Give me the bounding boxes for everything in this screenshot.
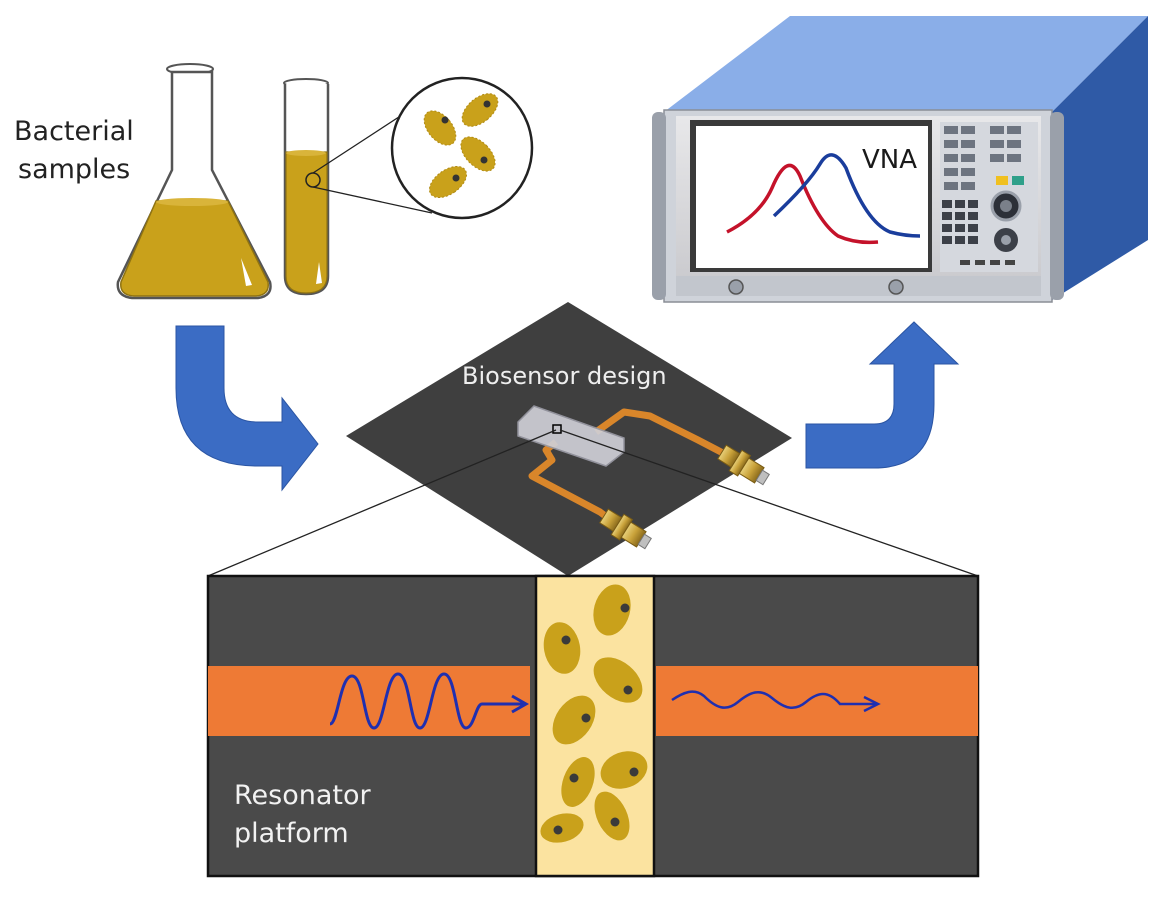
transmitted-wave-arrowhead — [863, 695, 881, 713]
vna-label: VNA — [862, 145, 917, 175]
vna-curve-blue — [772, 153, 921, 238]
resonator-panel — [206, 574, 980, 878]
resonator-platform-label-line2: platform — [234, 818, 349, 849]
biosensor-design-label: Biosensor design — [462, 362, 667, 390]
bacterial-samples-label-line1: Bacterial — [14, 116, 134, 147]
incident-wave-arrowhead — [511, 694, 530, 714]
bacteria-magnifier-icon — [390, 76, 534, 220]
sma-connector-icon — [717, 444, 770, 486]
zoom-line-right — [559, 429, 979, 577]
test-tube-icon — [283, 78, 330, 296]
incident-wave — [329, 672, 524, 730]
erlenmeyer-flask-icon — [116, 63, 272, 300]
resonator-strip-right — [656, 666, 978, 736]
sma-connector-icon — [599, 508, 652, 550]
flow-arrow-left — [175, 325, 319, 492]
vector-network-analyzer-icon — [652, 16, 1148, 303]
magnifier-line-top — [312, 110, 409, 174]
zoom-line-left — [207, 429, 557, 577]
resonator-platform-label-line1: Resonator — [234, 780, 372, 811]
bacteria-cluster — [540, 584, 648, 843]
zoom-region-marker — [552, 424, 562, 434]
vna-curve-red — [726, 163, 879, 245]
bacterial-samples-label-line2: samples — [18, 154, 130, 185]
magnifier-line-bottom — [312, 186, 433, 214]
flow-arrow-right — [805, 321, 960, 469]
transmitted-wave — [671, 690, 876, 710]
biosensor-traces — [528, 408, 746, 527]
